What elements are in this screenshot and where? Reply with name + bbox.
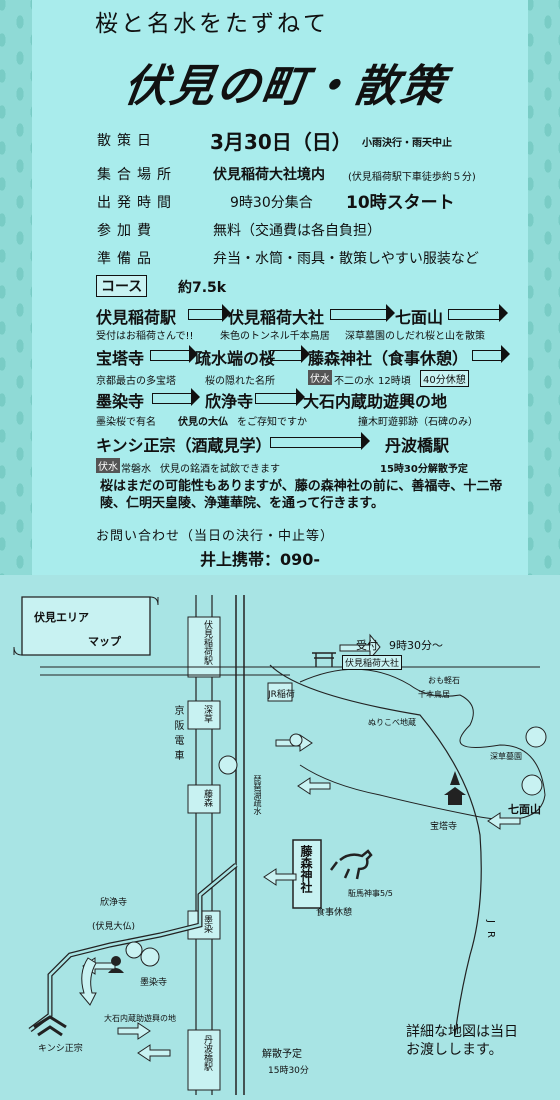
stop-hoto: 宝塔寺 (96, 349, 145, 368)
info-label-items: 準備品 (97, 251, 157, 267)
route-arrow (150, 345, 198, 363)
tag-fusui: 伏水 (308, 370, 332, 385)
station-sumizome: 墨染 (202, 915, 212, 933)
course-label: コース (96, 275, 148, 297)
map-omokaru: おも軽石 (428, 676, 460, 685)
leaf-pattern-right (528, 0, 560, 575)
info-value-date: 3月30日（日） (210, 130, 352, 154)
stop-bokusen: 墨染寺 (96, 392, 145, 411)
stop-inari-taisha: 伏見稲荷大社 (228, 308, 325, 327)
map-title-1: 伏見エリア (34, 611, 89, 624)
map-jr: JR (485, 920, 496, 946)
map-kaisan: 解散予定 (262, 1049, 302, 1060)
map-jr-inari: JR稲荷 (268, 690, 295, 700)
note-fukakusa: 深草墓園のしだれ桜と山を散策 (345, 331, 485, 342)
info-label-place: 集合場所 (97, 167, 177, 183)
contact-phone: 井上携帯：090- (200, 550, 321, 569)
flyer-subtitle: 桜と名水をたずねて (95, 11, 329, 37)
map-reception: 受付 9時30分～ (356, 639, 443, 652)
note-noon: 12時頃 (378, 376, 411, 387)
stop-gonjo: 欣浄寺 (205, 392, 254, 411)
info-note-time: 10時スタート (346, 193, 455, 213)
map-kakeuma: 駈馬神事5/5 (348, 889, 393, 898)
station-fukakusa: 深草 (202, 705, 212, 723)
map-kinshi: キンシ正宗 (38, 1044, 83, 1054)
route-arrow (330, 304, 395, 322)
map-inari-taisha: 伏見稲荷大社 (342, 655, 403, 670)
note-senbon: 朱色のトンネル千本鳥居 (220, 331, 330, 342)
flyer-title: 伏見の町・散策 (120, 61, 450, 112)
area-map: 伏見エリア マップ 受付 9時30分～ 伏見稲荷大社 JR稲荷 おも軽石 千本鳥… (0, 575, 560, 1100)
route-arrow (270, 345, 310, 363)
note-hoto: 京都最古の多宝塔 (96, 376, 176, 387)
map-gonjo: 欣浄寺 (100, 898, 128, 908)
note-fuji-water: 不二の水 (334, 376, 374, 387)
contact-label: お問い合わせ（当日の決行・中止等） (96, 529, 335, 544)
info-value-place: 伏見稲荷大社境内 (213, 167, 325, 183)
route-arrow (270, 432, 370, 450)
map-oishi: 大石内蔵助遊興の地 (104, 1014, 176, 1023)
map-drawing (13, 595, 547, 1095)
stop-sosui: 疏水端の桜 (195, 349, 276, 368)
info-note-date: 小雨決行・雨天中止 (362, 138, 452, 149)
flyer: 桜と名水をたずねて 伏見の町・散策 散策日 3月30日（日） 小雨決行・雨天中止… (0, 0, 560, 575)
station-tanbabashi: 丹波橋駅 (202, 1035, 212, 1071)
map-fukakusa: 深草墓園 (490, 752, 522, 761)
note-dismissal: 15時30分解散予定 (380, 464, 468, 475)
map-bokusen: 墨染寺 (140, 978, 168, 988)
info-value-time: 9時30分集合 (230, 195, 313, 211)
note-daibutsu-2: をご存知ですか (237, 417, 307, 428)
route-arrow (255, 388, 305, 406)
map-senbon: 千本鳥居 (418, 690, 450, 699)
note-sosui: 桜の隠れた名所 (205, 376, 275, 387)
map-shichimen: 七面山 (508, 803, 541, 816)
info-value-fee: 無料（交通費は各自負担） (213, 223, 381, 239)
map-daibutsu: (伏見大仏) (92, 922, 136, 932)
stop-oishi: 大石内蔵助遊興の地 (303, 392, 448, 411)
info-note-place: (伏見稲荷駅下車徒歩約５分) (348, 172, 476, 183)
info-label-fee: 参加費 (97, 223, 157, 239)
map-hoto: 宝塔寺 (430, 822, 458, 832)
note-tokiwa: 常磐水 (121, 464, 151, 475)
stop-fujinomori: 藤森神社（食事休憩） (308, 349, 469, 368)
detail-note-1: 詳細な地図は当日 (406, 1024, 518, 1040)
map-title-2: マップ (88, 635, 121, 648)
tag-fusui-2: 伏水 (96, 458, 120, 473)
map-fujinomori: 藤森神社 (299, 845, 313, 893)
map-keihan: 京阪電車 (172, 705, 183, 765)
station-fujinomori: 藤森 (202, 789, 212, 807)
note-route-detail: 桜はまだの可能性もありますが、藤の森神社の前に、善福寺、十二帝陵、仁明天皇陵、浄… (100, 479, 503, 511)
station-inari: 伏見稲荷駅 (202, 620, 212, 665)
note-bokusen: 墨染桜で有名 (96, 417, 156, 428)
info-value-items: 弁当・水筒・雨具・散策しやすい服装など (213, 251, 479, 267)
map-sosui: 琵琶湖疏水 (253, 775, 262, 815)
info-label-date: 散策日 (97, 133, 157, 149)
note-shumoku: 撞木町遊郭跡（石碑のみ） (358, 417, 478, 428)
route-arrow (152, 388, 200, 406)
map-kaisan-time: 15時30分 (268, 1066, 309, 1076)
route-arrow (188, 304, 231, 322)
route-arrow (448, 304, 508, 322)
leaf-pattern-left (0, 0, 32, 575)
note-reception: 受付はお稲荷さんで!! (96, 331, 194, 342)
stop-tanbabashi: 丹波橋駅 (385, 436, 450, 455)
stop-inari-station: 伏見稲荷駅 (96, 308, 177, 327)
info-label-time: 出発時間 (97, 195, 177, 211)
map-meal: 食事休憩 (316, 908, 353, 918)
tag-break: 40分休憩 (420, 370, 469, 387)
course-distance: 約7.5k (178, 280, 227, 296)
stop-shichimen: 七面山 (395, 308, 444, 327)
stop-kinshi: キンシ正宗（酒蔵見学） (96, 436, 272, 455)
note-daibutsu: 伏見の大仏 (178, 417, 228, 428)
detail-note-2: お渡しします。 (406, 1042, 503, 1058)
note-tasting: 伏見の銘酒を試飲できます (160, 464, 280, 475)
map-nurikabe: ぬりこべ地蔵 (368, 718, 416, 727)
route-arrow (472, 345, 510, 363)
